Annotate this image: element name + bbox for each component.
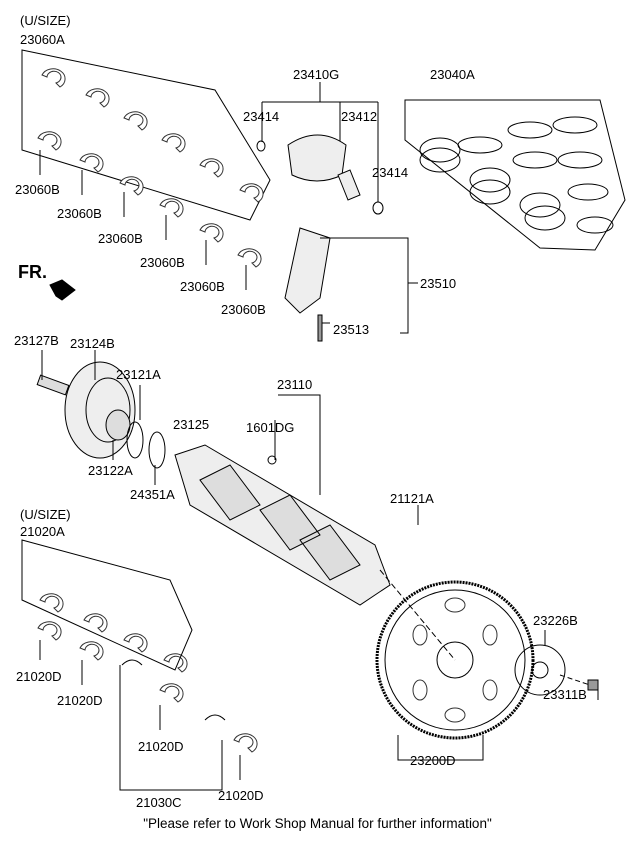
- part-label-23510[interactable]: 23510: [420, 276, 457, 291]
- part-label-23060B[interactable]: 23060B: [140, 255, 185, 270]
- part-label-21030C[interactable]: 21030C: [136, 795, 182, 810]
- undersize-label-top: (U/SIZE): [20, 13, 71, 28]
- part-label-21020A[interactable]: 21020A: [20, 524, 65, 539]
- part-label-23410G[interactable]: 23410G: [293, 67, 340, 82]
- part-label-23412[interactable]: 23412: [341, 109, 378, 124]
- part-label-23124B[interactable]: 23124B: [70, 336, 115, 351]
- part-label-1601DG[interactable]: 1601DG: [246, 420, 295, 435]
- part-label-24351A[interactable]: 24351A: [130, 487, 175, 502]
- part-label-23060B[interactable]: 23060B: [180, 279, 225, 294]
- part-label-23226B[interactable]: 23226B: [533, 613, 578, 628]
- part-label-23125[interactable]: 23125: [173, 417, 210, 432]
- part-label-23060B[interactable]: 23060B: [221, 302, 266, 317]
- front-arrow-icon: [49, 279, 76, 301]
- bearing-shell-icons: [37, 68, 264, 753]
- part-label-23060B[interactable]: 23060B: [98, 231, 143, 246]
- part-label-23060B[interactable]: 23060B: [57, 206, 102, 221]
- part-label-23311B[interactable]: 23311B: [543, 687, 587, 702]
- ring-set-panel: [404, 99, 626, 251]
- part-label-21020D[interactable]: 21020D: [138, 739, 184, 754]
- part-label-23122A[interactable]: 23122A: [88, 463, 133, 478]
- part-label-23414[interactable]: 23414: [243, 109, 280, 124]
- part-label-23127B[interactable]: 23127B: [14, 333, 59, 348]
- front-direction-label: FR.: [18, 262, 47, 282]
- part-label-21121A[interactable]: 21121A: [390, 491, 434, 506]
- part-label-23040A[interactable]: 23040A: [430, 67, 475, 82]
- part-label-23060A[interactable]: 23060A: [20, 32, 65, 47]
- part-label-21020D[interactable]: 21020D: [16, 669, 62, 684]
- part-label-23414[interactable]: 23414: [372, 165, 409, 180]
- part-label-23121A[interactable]: 23121A: [116, 367, 161, 382]
- part-label-23513[interactable]: 23513: [333, 322, 370, 337]
- part-label-21020D[interactable]: 21020D: [218, 788, 264, 803]
- part-label-21020D[interactable]: 21020D: [57, 693, 103, 708]
- bearing-set-panel-lower: [21, 539, 193, 671]
- undersize-label-bottom: (U/SIZE): [20, 507, 71, 522]
- footer-note: "Please refer to Work Shop Manual for fu…: [143, 816, 492, 831]
- part-label-23060B[interactable]: 23060B: [15, 182, 60, 197]
- part-label-23200D[interactable]: 23200D: [410, 753, 456, 768]
- part-label-23110[interactable]: 23110: [277, 377, 313, 392]
